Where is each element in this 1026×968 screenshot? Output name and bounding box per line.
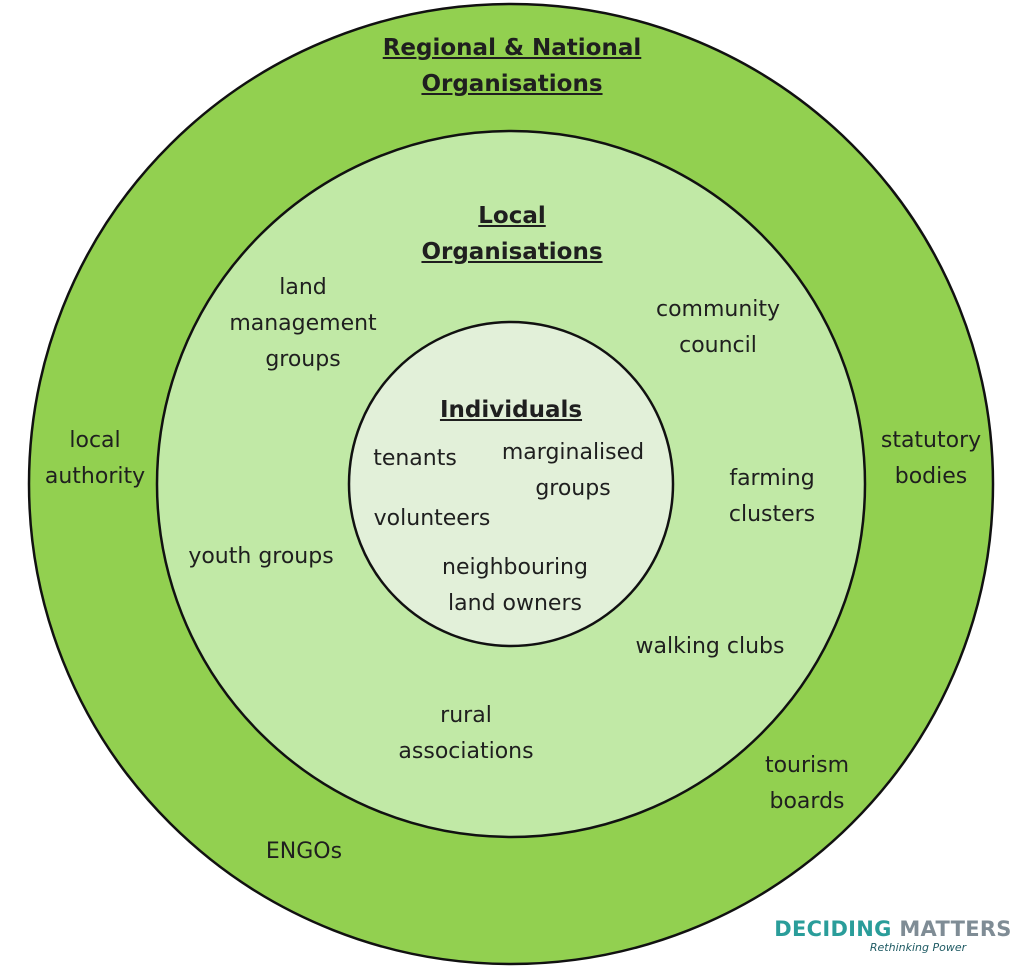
logo-wordmark: DECIDING MATTERS: [768, 916, 1018, 942]
statutory-bodies-label: statutory bodies: [880, 428, 982, 489]
marginalised-groups-label: marginalised groups: [501, 440, 645, 501]
rural-associations-label: rural associations: [398, 703, 534, 764]
regional-national-heading: Regional & National Organisations: [382, 35, 642, 97]
individuals-heading: Individuals: [439, 397, 583, 423]
youth-groups-label: youth groups: [188, 544, 334, 569]
deciding-matters-logo: DECIDING MATTERS Rethinking Power: [768, 916, 1018, 954]
farming-clusters-label: farming clusters: [728, 466, 816, 527]
tenants-label: tenants: [373, 446, 457, 471]
tourism-boards-label: tourism boards: [764, 753, 850, 814]
walking-clubs-label: walking clubs: [635, 634, 785, 659]
engos-label: ENGOs: [265, 839, 343, 864]
logo-word-deciding: DECIDING: [774, 917, 892, 941]
logo-word-matters: MATTERS: [899, 917, 1012, 941]
local-organisations-heading: Local Organisations: [421, 203, 603, 265]
volunteers-label: volunteers: [373, 506, 491, 531]
neighbouring-land-owners-label: neighbouring land owners: [442, 555, 588, 616]
local-authority-label: local authority: [44, 428, 146, 489]
inner-circle-individuals: [347, 320, 675, 648]
land-management-groups-label: land management groups: [229, 275, 377, 372]
logo-tagline: Rethinking Power: [869, 941, 967, 954]
community-council-label: community council: [655, 297, 781, 358]
